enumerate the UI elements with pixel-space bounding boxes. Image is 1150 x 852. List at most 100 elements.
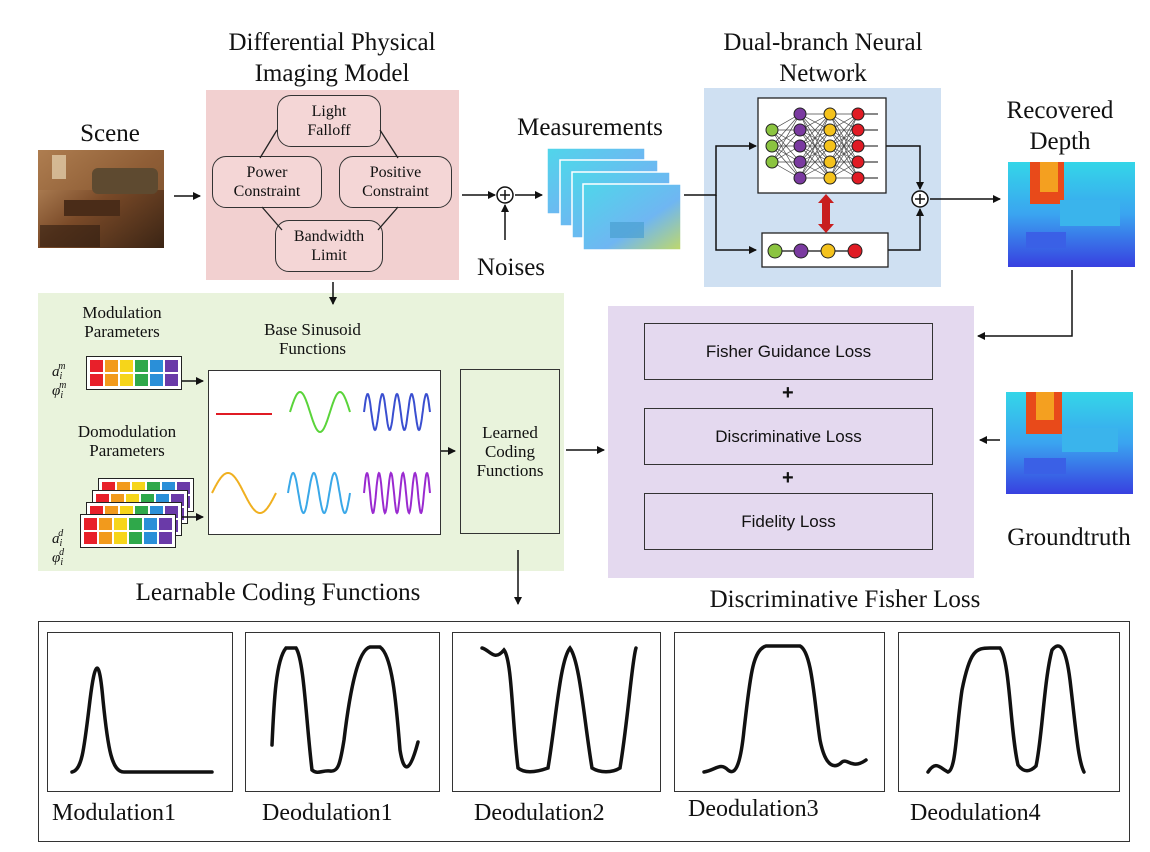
- fidelity-loss-box: Fidelity Loss: [644, 493, 933, 550]
- function-label-1: Modulation1: [52, 800, 176, 826]
- positive-constraint-box: Positive Constraint: [339, 156, 452, 208]
- deodulation2-curve: [480, 645, 638, 774]
- mod-amplitude-var: aim: [52, 361, 66, 382]
- param-cell: [120, 374, 133, 386]
- param-cell: [84, 532, 97, 544]
- param-cell: [150, 360, 163, 372]
- nn-edge: [829, 113, 859, 163]
- param-cell: [165, 374, 178, 386]
- param-cell: [105, 360, 118, 372]
- functions-panel: [38, 621, 1130, 842]
- nn-edge: [771, 113, 801, 147]
- bandwidth-limit-box: Bandwidth Limit: [275, 220, 383, 272]
- modulation-param-grid: [86, 356, 182, 390]
- nn-edge: [799, 113, 831, 147]
- scene-image: [38, 150, 164, 248]
- network-lower-branch: [761, 232, 889, 268]
- measurements-title: Measurements: [517, 114, 663, 141]
- function-plot-3: [452, 632, 661, 792]
- nn-node: [851, 123, 865, 137]
- branch-interaction-arrow: [818, 194, 834, 233]
- deodulation4-curve: [926, 644, 1086, 774]
- nn-edge: [829, 129, 859, 179]
- flow-arrows: [174, 142, 1073, 605]
- learned-function-curves: [70, 644, 1086, 774]
- param-cell: [144, 532, 157, 544]
- nn-edge: [829, 113, 859, 179]
- modulation-params-label: Modulation Parameters: [82, 303, 162, 341]
- noises-label: Noises: [476, 254, 546, 281]
- nn-node: [793, 139, 807, 153]
- param-cell: [135, 374, 148, 386]
- nn-node: [851, 139, 865, 153]
- nn-node: [851, 107, 865, 121]
- learnable-coding-title: Learnable Coding Functions: [135, 579, 421, 606]
- deodulation3-curve: [702, 644, 868, 774]
- nn-node: [823, 171, 837, 185]
- param-cell: [99, 532, 112, 544]
- loss-plus-1: +: [782, 382, 794, 404]
- param-cell: [165, 360, 178, 372]
- nn-edge: [829, 145, 859, 179]
- fisher-guidance-loss-box: Fisher Guidance Loss: [644, 323, 933, 380]
- loss-panel: [608, 306, 974, 578]
- param-cell: [90, 374, 103, 386]
- nn-node: [793, 107, 807, 121]
- nn-node: [823, 139, 837, 153]
- param-cell: [99, 518, 112, 530]
- nn-edge: [799, 113, 831, 179]
- noise-sum-node: [496, 186, 514, 204]
- base-sinusoids: [211, 390, 431, 515]
- imaging-model-title: Differential Physical Imaging Model: [228, 29, 436, 87]
- nn-node: [823, 155, 837, 169]
- discriminative-loss-box: Discriminative Loss: [644, 408, 933, 465]
- demodulation-params-label: Domodulation Parameters: [77, 422, 177, 460]
- light-falloff-box: Light Falloff: [277, 95, 381, 147]
- function-label-4: Deodulation3: [688, 796, 819, 822]
- param-cell: [150, 374, 163, 386]
- nn-node: [823, 123, 837, 137]
- network-upper-branch: [757, 97, 887, 194]
- groundtruth-label: Groundtruth: [1007, 524, 1131, 551]
- scene-title: Scene: [80, 120, 140, 147]
- nn-node: [793, 123, 807, 137]
- param-cell: [159, 518, 172, 530]
- learned-coding-box: Learned Coding Functions: [460, 369, 560, 534]
- nn-edge: [771, 129, 801, 163]
- recovered-depth-image: [1008, 162, 1135, 267]
- base-sinusoid-label: Base Sinusoid Functions: [264, 320, 361, 358]
- param-cell: [120, 360, 133, 372]
- mod-phase-var: φim: [52, 380, 67, 401]
- function-label-3: Deodulation2: [474, 800, 605, 826]
- power-constraint-box: Power Constraint: [212, 156, 322, 208]
- demodulation-param-grid: [80, 514, 176, 548]
- param-cell: [129, 532, 142, 544]
- nn-node: [765, 155, 779, 169]
- nn-node: [851, 171, 865, 185]
- groundtruth-image: [1006, 392, 1133, 494]
- nn-edge: [771, 113, 801, 163]
- nn-node: [765, 139, 779, 153]
- recovered-depth-title: Recovered Depth: [1006, 97, 1114, 155]
- nn-edge: [829, 113, 859, 147]
- function-plot-4: [674, 632, 885, 792]
- nn-node: [765, 123, 779, 137]
- nn-edge: [799, 113, 831, 163]
- param-cell: [90, 360, 103, 372]
- nn-node: [793, 155, 807, 169]
- deodulation1-curve: [270, 645, 420, 774]
- imaging-links: [259, 129, 399, 231]
- nn-edge: [799, 145, 831, 179]
- measurement-stack: [546, 147, 682, 251]
- demod-phase-var: φid: [52, 547, 65, 568]
- param-cell: [135, 360, 148, 372]
- param-cell: [84, 518, 97, 530]
- nn-edge: [799, 129, 831, 179]
- param-cell: [105, 374, 118, 386]
- sinusoid-box: [208, 370, 441, 535]
- fisher-loss-title: Discriminative Fisher Loss: [709, 586, 981, 613]
- function-plot-5: [898, 632, 1120, 792]
- nn-node: [823, 107, 837, 121]
